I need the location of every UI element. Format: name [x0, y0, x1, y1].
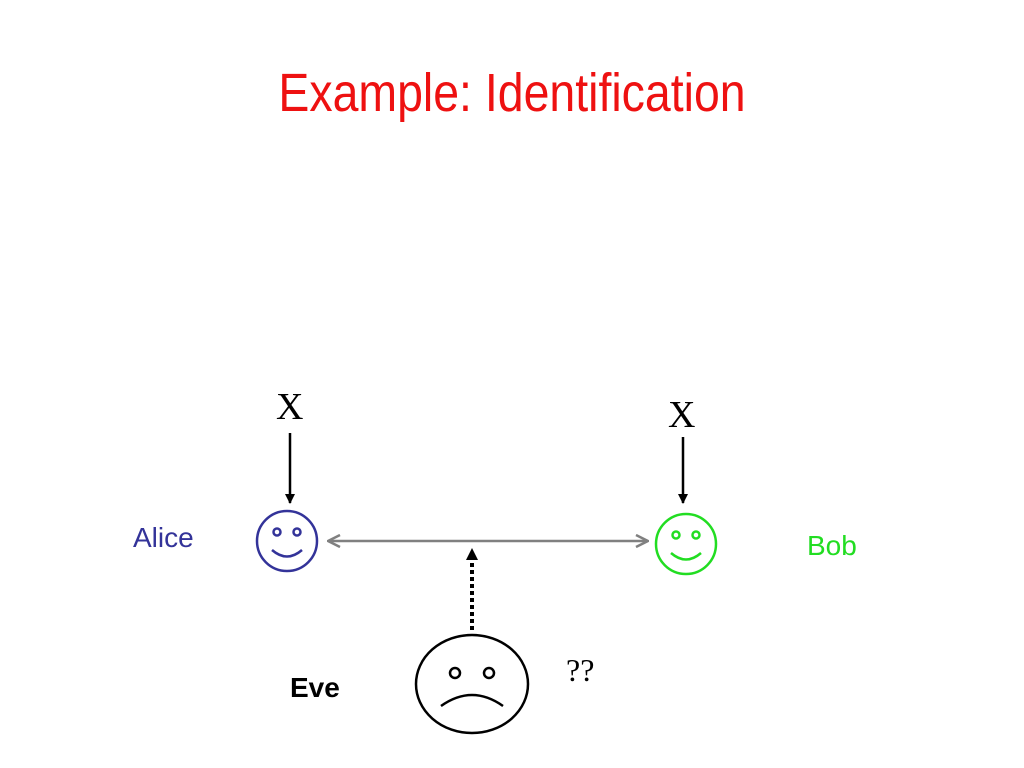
bob-label: Bob	[807, 530, 857, 561]
eve-question-marks: ??	[566, 652, 595, 688]
eve-eavesdrop-arrowhead	[466, 548, 478, 560]
eve-label: Eve	[290, 672, 340, 703]
alice-secret-x: X	[276, 386, 304, 428]
slide-title: Example: Identification	[278, 63, 746, 123]
bob-smiley-icon	[654, 512, 718, 576]
alice-smiley-icon	[255, 509, 319, 573]
alice-label: Alice	[133, 522, 194, 553]
eve-frown-icon	[414, 633, 530, 735]
bob-secret-x: X	[668, 394, 696, 436]
